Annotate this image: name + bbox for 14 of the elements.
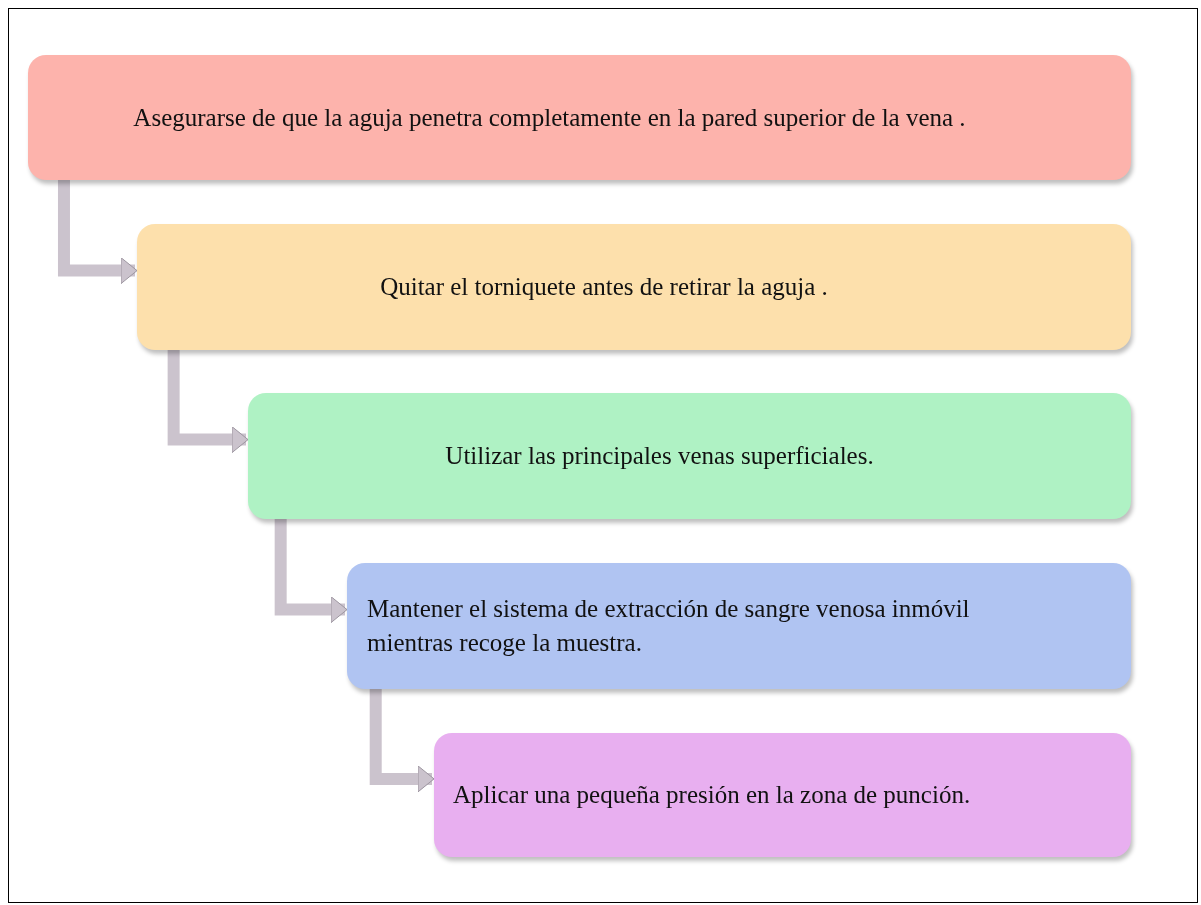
step-box xyxy=(347,563,1131,689)
bent-arrow xyxy=(167,350,249,454)
step-text: Aplicar una pequeña presión en la zona de punción. xyxy=(453,780,971,811)
bent-arrow xyxy=(274,519,348,624)
step-box xyxy=(28,55,1131,180)
bent-arrow xyxy=(57,180,138,285)
step-text: Asegurarse de que la aguja penetra completamente en la pared superior de la vena . xyxy=(133,102,966,133)
bent-arrow xyxy=(369,689,435,793)
step-text: Utilizar las principales venas superficiales. xyxy=(445,441,874,472)
step-text: Mantener el sistema de extracción de sangre venosa inmóvil mientras recoge la muestra. xyxy=(367,594,971,658)
step-box xyxy=(434,733,1131,857)
step-box xyxy=(248,393,1131,519)
step-text: Quitar el torniquete antes de retirar la aguja . xyxy=(380,272,828,303)
step-box xyxy=(137,224,1131,350)
